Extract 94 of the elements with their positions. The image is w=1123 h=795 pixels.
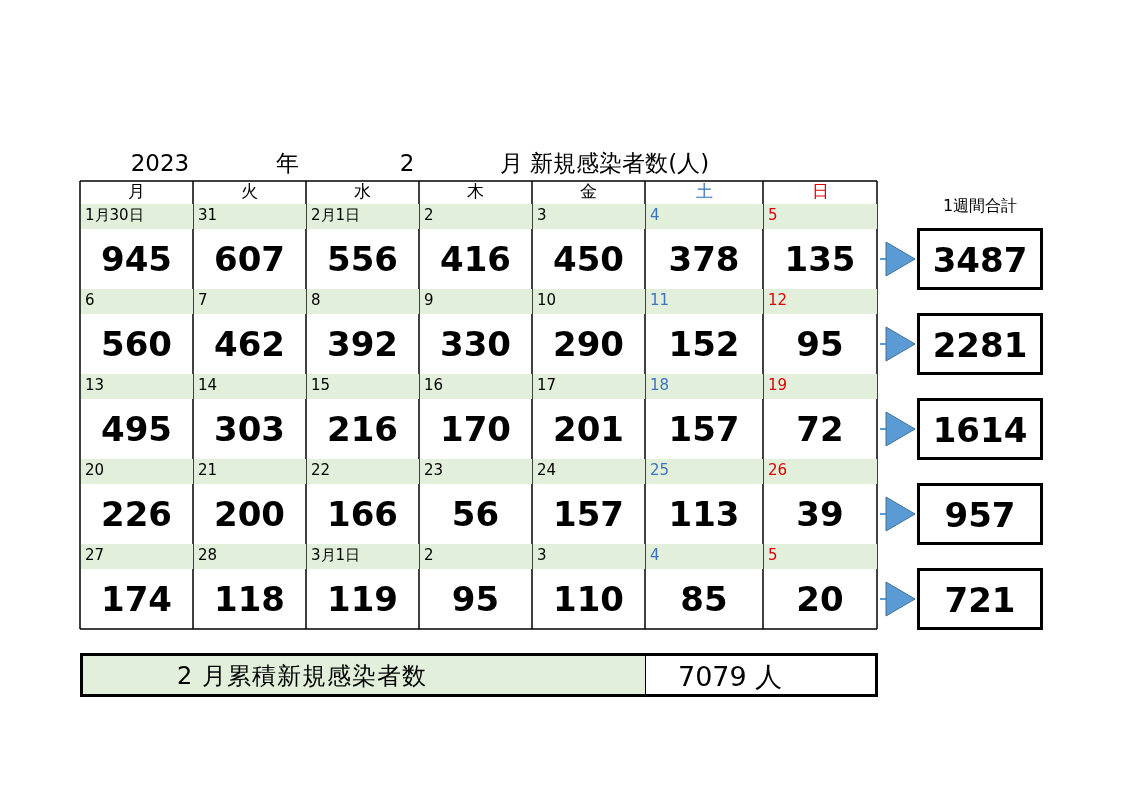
date-cell: 3月1日 xyxy=(307,544,419,569)
case-count: 330 xyxy=(439,327,512,366)
date-cell: 1月30日 xyxy=(81,204,193,229)
date-cell: 28 xyxy=(194,544,306,569)
date-cell: 15 xyxy=(307,374,419,399)
date-cell: 4 xyxy=(646,204,763,229)
title-text: 年 xyxy=(274,152,300,178)
arrow xyxy=(879,411,916,447)
date-cell: 11 xyxy=(646,289,763,314)
case-count: 450 xyxy=(552,242,625,281)
weekly-total-box: 957 xyxy=(917,483,1043,545)
case-count: 945 xyxy=(100,242,173,281)
weekly-total-box: 3487 xyxy=(917,228,1043,290)
weekly-total-box: 1614 xyxy=(917,398,1043,460)
weekday-header: 金 xyxy=(579,183,598,203)
case-count: 56 xyxy=(450,497,501,536)
case-count: 556 xyxy=(326,242,399,281)
date-cell: 27 xyxy=(81,544,193,569)
case-count: 39 xyxy=(795,497,845,536)
date-cell: 26 xyxy=(764,459,877,484)
arrow xyxy=(879,581,916,617)
arrow xyxy=(879,241,916,277)
weekday-header: 木 xyxy=(466,183,485,203)
case-count: 200 xyxy=(213,497,286,536)
date-cell: 20 xyxy=(81,459,193,484)
case-count: 170 xyxy=(439,412,512,451)
case-count: 226 xyxy=(100,497,173,536)
date-cell: 19 xyxy=(764,374,877,399)
date-cell: 2 xyxy=(420,544,532,569)
date-cell: 24 xyxy=(533,459,645,484)
date-cell: 9 xyxy=(420,289,532,314)
date-cell: 21 xyxy=(194,459,306,484)
weekday-header: 日 xyxy=(810,183,830,203)
case-count: 72 xyxy=(795,412,845,451)
date-cell: 8 xyxy=(307,289,419,314)
date-cell: 7 xyxy=(194,289,306,314)
date-cell: 3 xyxy=(533,204,645,229)
case-count: 462 xyxy=(213,327,286,366)
case-count: 166 xyxy=(326,497,399,536)
case-count: 110 xyxy=(552,582,625,621)
case-count: 607 xyxy=(213,242,286,281)
arrow xyxy=(879,496,916,532)
title-text: 2023 xyxy=(130,152,190,178)
case-count: 174 xyxy=(100,582,173,621)
title-text: 月 新規感染者数(人) xyxy=(500,152,711,178)
date-cell: 17 xyxy=(533,374,645,399)
case-count: 118 xyxy=(213,582,286,621)
summary-value-cell: 7079 人 xyxy=(645,653,878,697)
date-cell: 2 xyxy=(420,204,532,229)
case-count: 201 xyxy=(552,412,625,451)
case-count: 560 xyxy=(100,327,173,366)
case-count: 416 xyxy=(439,242,512,281)
weekday-header: 月 xyxy=(127,183,146,203)
case-count: 303 xyxy=(213,412,286,451)
case-count: 95 xyxy=(450,582,501,621)
date-cell: 25 xyxy=(646,459,763,484)
title-text: 2 xyxy=(398,152,416,178)
date-cell: 22 xyxy=(307,459,419,484)
case-count: 290 xyxy=(552,327,625,366)
summary-label-cell: 2 月累積新規感染者数 xyxy=(80,653,646,697)
date-cell: 31 xyxy=(194,204,306,229)
case-count: 157 xyxy=(667,412,741,451)
date-cell: 10 xyxy=(533,289,645,314)
date-cell: 13 xyxy=(81,374,193,399)
case-count: 113 xyxy=(667,497,741,536)
date-cell: 4 xyxy=(646,544,763,569)
case-count: 378 xyxy=(667,242,741,281)
weekday-header: 水 xyxy=(353,183,372,203)
date-cell: 23 xyxy=(420,459,532,484)
date-cell: 5 xyxy=(764,544,877,569)
case-count: 157 xyxy=(552,497,625,536)
date-cell: 16 xyxy=(420,374,532,399)
case-count: 495 xyxy=(100,412,173,451)
date-cell: 12 xyxy=(764,289,877,314)
case-count: 216 xyxy=(326,412,399,451)
date-cell: 3 xyxy=(533,544,645,569)
arrow xyxy=(879,326,916,362)
case-count: 392 xyxy=(326,327,399,366)
weekly-total-box: 721 xyxy=(917,568,1043,630)
date-cell: 5 xyxy=(764,204,877,229)
weekday-header: 土 xyxy=(694,183,714,203)
weekly-total-box: 2281 xyxy=(917,313,1043,375)
date-cell: 6 xyxy=(81,289,193,314)
case-count: 135 xyxy=(783,242,857,281)
date-cell: 2月1日 xyxy=(307,204,419,229)
case-count: 85 xyxy=(679,582,729,621)
column-heading: 1週間合計 xyxy=(941,198,1019,217)
case-count: 119 xyxy=(326,582,399,621)
case-count: 20 xyxy=(795,582,845,621)
case-count: 152 xyxy=(667,327,741,366)
weekday-header: 火 xyxy=(240,183,259,203)
case-count: 95 xyxy=(795,327,845,366)
date-cell: 18 xyxy=(646,374,763,399)
date-cell: 14 xyxy=(194,374,306,399)
